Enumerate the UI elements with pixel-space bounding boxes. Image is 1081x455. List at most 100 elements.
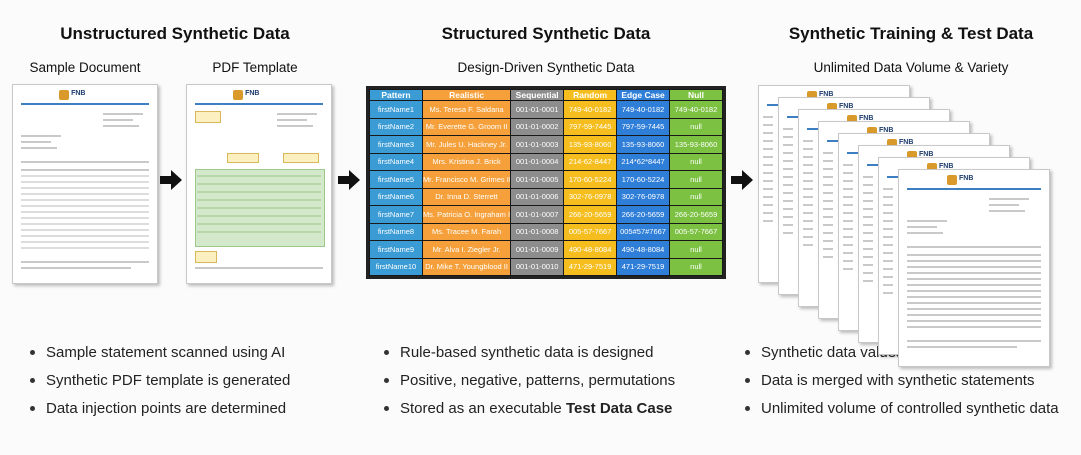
table-header-cell: Edge Case (616, 89, 671, 101)
table-cell: 749-40-0182 (616, 100, 671, 119)
table-cell: 214*62*8447 (616, 152, 671, 171)
bullets-unstructured: Sample statement scanned using AI Synthe… (30, 339, 290, 423)
table-cell: 005-57-7667 (669, 222, 723, 241)
table-cell: 001-01-0001 (510, 100, 565, 119)
table-cell: 135-93-8060 (616, 135, 671, 154)
table-header-cell: Realistic (421, 89, 512, 101)
table-cell: firstName3 (369, 135, 423, 154)
doc-logo-text: FNB (839, 103, 854, 110)
doc-logo-text: FNB (919, 151, 934, 158)
table-header-cell: Pattern (369, 89, 423, 101)
table-cell: firstName7 (369, 205, 423, 224)
table-cell: 490-48-8084 (616, 240, 671, 259)
doc-logo-text: FNB (939, 163, 954, 170)
table-header-cell: Sequential (510, 89, 565, 101)
table-cell: null (669, 152, 723, 171)
subtitle-sample-document: Sample Document (29, 60, 141, 75)
doc-logo-text: FNB (959, 175, 974, 182)
bullets-structured: Rule-based synthetic data is designed Po… (384, 339, 675, 423)
table-header-cell: Random (563, 89, 618, 101)
table-cell: null (669, 187, 723, 206)
bank-logo-icon (827, 103, 837, 113)
table-cell: Mr. Everette G. Groom II (421, 117, 512, 136)
table-cell: firstName8 (369, 222, 423, 241)
doc-logo-text: FNB (71, 90, 86, 97)
section-title-training-test: Synthetic Training & Test Data (788, 24, 1034, 43)
table-cell: 001-01-0005 (510, 170, 565, 189)
table-cell: firstName2 (369, 117, 423, 136)
table-cell: 266-20-5659 (563, 205, 618, 224)
table-cell: 001-01-0002 (510, 117, 565, 136)
table-cell: 005-57-7667 (563, 222, 618, 241)
arrow-right-icon (731, 170, 753, 190)
bank-logo-icon (927, 163, 937, 173)
table-cell: 001-01-0007 (510, 205, 565, 224)
table-cell: Mr. Francisco M. Grimes II (421, 170, 512, 189)
table-cell: 001-01-0003 (510, 135, 565, 154)
table-cell: 490-48-8084 (563, 240, 618, 259)
table-cell: 001-01-0004 (510, 152, 565, 171)
table-cell: 749-40-0182 (669, 100, 723, 119)
table-cell: firstName4 (369, 152, 423, 171)
table-cell: 135-93-8060 (669, 135, 723, 154)
table-cell: firstName6 (369, 187, 423, 206)
table-cell: Dr. Mike T. Youngblood II (421, 257, 512, 276)
table-cell: 797-59-7445 (563, 117, 618, 136)
table-cell: 471-29-7519 (563, 257, 618, 276)
subtitle-pdf-template: PDF Template (212, 60, 298, 75)
pdf-template-thumbnail: FNB (186, 84, 332, 284)
arrow-right-icon (160, 170, 182, 190)
bullet-item: Unlimited volume of controlled synthetic… (745, 395, 1059, 423)
table-cell: 170-60-5224 (563, 170, 618, 189)
table-cell: Ms. Patricia O. Ingraham III (421, 205, 512, 224)
table-cell: 001-01-0006 (510, 187, 565, 206)
sample-document-thumbnail: FNB (12, 84, 158, 284)
table-cell: null (669, 240, 723, 259)
arrow-right-icon (338, 170, 360, 190)
bank-logo-icon (59, 90, 70, 100)
bank-logo-icon (887, 139, 897, 149)
table-cell: firstName5 (369, 170, 423, 189)
bank-logo-icon (847, 115, 857, 125)
bank-logo-icon (807, 91, 817, 101)
table-cell: firstName1 (369, 100, 423, 119)
doc-logo-text: FNB (879, 127, 894, 134)
bank-logo-icon (947, 175, 957, 185)
subtitle-design-driven: Design-Driven Synthetic Data (457, 60, 635, 75)
table-cell: 471-29-7519 (616, 257, 671, 276)
table-cell: firstName10 (369, 257, 423, 276)
section-title-structured: Structured Synthetic Data (441, 24, 651, 43)
table-cell: Ms. Tracee M. Farah (421, 222, 512, 241)
bank-logo-icon (233, 90, 244, 100)
doc-logo-text: FNB (245, 90, 260, 97)
table-cell: 001-01-0009 (510, 240, 565, 259)
table-header-cell: Null (669, 89, 723, 101)
bank-logo-icon (867, 127, 877, 137)
table-cell: 797-59-7445 (616, 117, 671, 136)
table-cell: 302-76-0978 (616, 187, 671, 206)
table-cell: 001-01-0008 (510, 222, 565, 241)
table-cell: 302-76-0978 (563, 187, 618, 206)
subtitle-unlimited-volume: Unlimited Data Volume & Variety (813, 60, 1009, 75)
doc-logo-text: FNB (819, 91, 834, 98)
bullet-item: Sample statement scanned using AI (30, 339, 290, 367)
table-cell: 170-60-5224 (616, 170, 671, 189)
section-title-unstructured: Unstructured Synthetic Data (60, 24, 290, 43)
table-cell: Mr. Alva I. Ziegler Jr. (421, 240, 512, 259)
table-cell: null (669, 170, 723, 189)
table-cell: null (669, 117, 723, 136)
table-cell: 135-93-8060 (563, 135, 618, 154)
table-cell: 005#57#7667 (616, 222, 671, 241)
bullet-item: Data is merged with synthetic statements (745, 367, 1059, 395)
table-cell: 001-01-0010 (510, 257, 565, 276)
